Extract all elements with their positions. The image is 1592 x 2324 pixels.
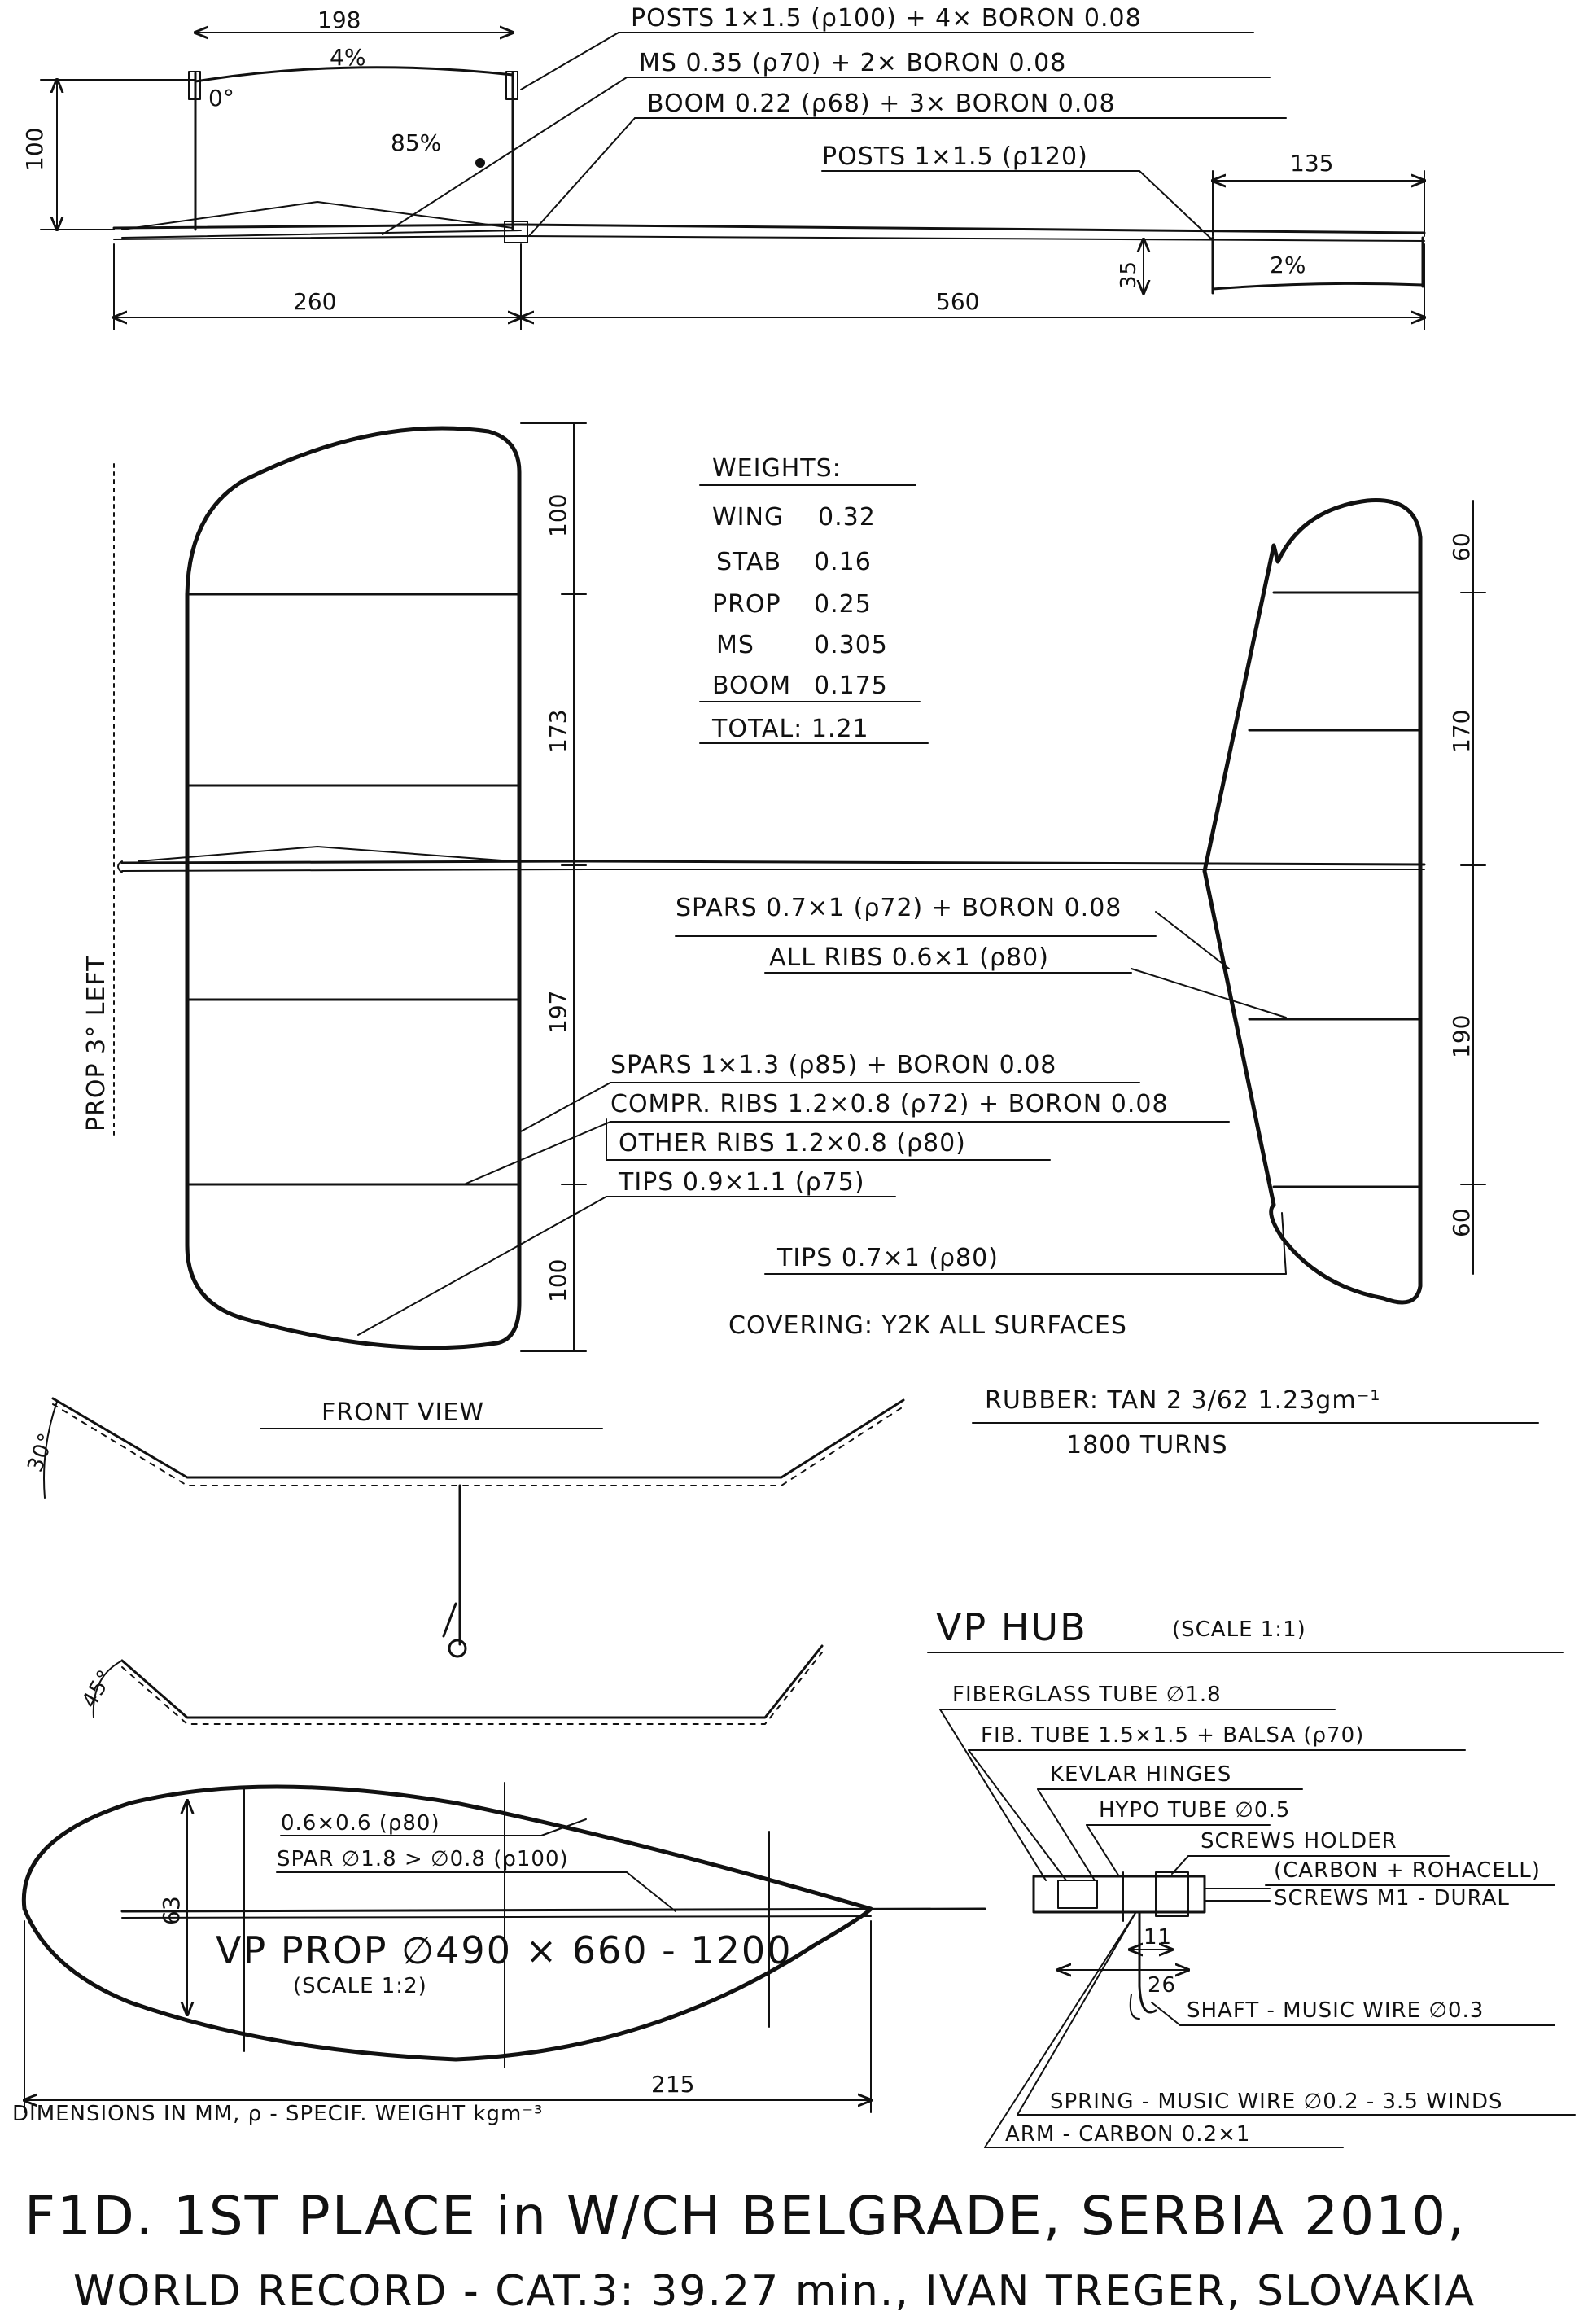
prop-spar-note: SPAR ∅1.8 > ∅0.8 (ρ100)	[277, 1847, 569, 1871]
front-view-label: FRONT VIEW	[321, 1398, 484, 1427]
weights-table: WEIGHTS: WING 0.32 STAB 0.16 PROP 0.25 M…	[699, 454, 929, 744]
vp-prop: 63 215 0.6×0.6 (ρ80) SPAR ∅1.8 > ∅0.8 (ρ…	[21, 1782, 986, 2113]
side-note-1: POSTS 1×1.5 (ρ100) + 4× BORON 0.08	[631, 4, 1142, 33]
vp-hub: VP HUB (SCALE 1:1) 11 26 FIBERGLASS TUBE…	[927, 1605, 1576, 2148]
weight-row-boom-value: 0.175	[814, 672, 888, 700]
front-view: FRONT VIEW 30° 45°	[23, 1397, 905, 1725]
hub-label-2: FIB. TUBE 1.5×1.5 + BALSA (ρ70)	[981, 1723, 1364, 1748]
prop-angle-note: PROP 3° LEFT	[82, 955, 111, 1131]
hub-label-9: SPRING - MUSIC WIRE ∅0.2 - 3.5 WINDS	[1050, 2090, 1502, 2114]
hub-label-10: ARM - CARBON 0.2×1	[1005, 2122, 1250, 2147]
hub-dim-11: 11	[1144, 1925, 1172, 1950]
hub-label-8: SHAFT - MUSIC WIRE ∅0.3	[1187, 1998, 1484, 2023]
hub-label-7: SCREWS M1 - DURAL	[1274, 1886, 1510, 1910]
weight-row-wing-value: 0.32	[818, 503, 876, 532]
weights-total: TOTAL: 1.21	[711, 715, 869, 743]
wing-chord-dim: 198	[317, 7, 361, 33]
stab-dim-3: 190	[1448, 1015, 1475, 1058]
rubber-line-1: RUBBER: TAN 2 3/62 1.23gm⁻¹	[985, 1386, 1380, 1415]
footnote: DIMENSIONS IN MM, ρ - SPECIF. WEIGHT kgm…	[12, 2102, 543, 2126]
wing-dim-3: 197	[545, 991, 571, 1034]
top-view: 100 173 197 100 60 170 190 60 PROP 3° LE…	[82, 422, 1486, 1352]
top-note-3: SPARS 1×1.3 (ρ85) + BORON 0.08	[610, 1051, 1056, 1079]
weight-row-ms-value: 0.305	[814, 631, 888, 659]
weight-row-stab-name: STAB	[716, 548, 781, 576]
wing-camber: 4%	[330, 44, 365, 71]
prop-chord-dim: 63	[158, 1896, 185, 1925]
stab-height-dim: 35	[1117, 260, 1141, 289]
side-note-2: MS 0.35 (ρ70) + 2× BORON 0.08	[639, 49, 1066, 77]
hub-title: VP HUB	[936, 1605, 1087, 1649]
hub-label-5: SCREWS HOLDER	[1201, 1829, 1397, 1854]
stab-camber: 2%	[1270, 252, 1306, 278]
stab-dim-1: 60	[1448, 532, 1475, 562]
weight-row-ms-name: MS	[716, 631, 754, 659]
top-note-1: SPARS 0.7×1 (ρ72) + BORON 0.08	[676, 894, 1122, 922]
hub-label-4: HYPO TUBE ∅0.5	[1099, 1798, 1290, 1823]
prop-rib-note: 0.6×0.6 (ρ80)	[281, 1811, 440, 1836]
front-angle-wing: 30°	[23, 1429, 59, 1475]
weight-row-prop-name: PROP	[712, 590, 781, 619]
weight-row-stab-value: 0.16	[814, 548, 872, 576]
wing-dim-1: 100	[545, 494, 571, 537]
weights-heading: WEIGHTS:	[712, 454, 842, 483]
side-note-3: BOOM 0.22 (ρ68) + 3× BORON 0.08	[647, 90, 1116, 118]
cg-percent: 85%	[391, 129, 441, 156]
side-note-4: POSTS 1×1.5 (ρ120)	[822, 142, 1088, 171]
wing-angle: 0°	[208, 85, 234, 112]
stab-dim-2: 170	[1448, 710, 1475, 753]
title-line-1: F1D. 1ST PLACE in W/CH BELGRADE, SERBIA …	[24, 2185, 1466, 2247]
prop-title: VP PROP ∅490 × 660 - 1200	[216, 1928, 792, 1972]
hub-scale: (SCALE 1:1)	[1172, 1617, 1306, 1642]
weight-row-wing-name: WING	[712, 503, 784, 532]
weight-row-boom-name: BOOM	[712, 672, 791, 700]
covering-note: COVERING: Y2K ALL SURFACES	[728, 1311, 1127, 1340]
prop-length-dim: 215	[651, 2071, 694, 2098]
top-note-6: TIPS 0.9×1.1 (ρ75)	[618, 1168, 865, 1197]
rubber-note: RUBBER: TAN 2 3/62 1.23gm⁻¹ 1800 TURNS	[972, 1386, 1539, 1460]
front-length-dim: 260	[293, 288, 336, 315]
hub-label-1: FIBERGLASS TUBE ∅1.8	[952, 1683, 1222, 1707]
prop-scale: (SCALE 1:2)	[293, 1974, 427, 1998]
height-dim: 100	[21, 128, 48, 171]
side-view: 100 198 4% 0° 85% 260 560 135 35 2% POST…	[21, 4, 1424, 330]
wing-dim-4: 100	[545, 1259, 571, 1302]
weight-row-prop-value: 0.25	[814, 590, 872, 619]
hub-label-6: (CARBON + ROHACELL)	[1274, 1858, 1541, 1883]
hub-label-3: KEVLAR HINGES	[1050, 1762, 1231, 1787]
hub-dim-26: 26	[1148, 1973, 1176, 1998]
title-line-2: WORLD RECORD - CAT.3: 39.27 min., IVAN T…	[73, 2267, 1476, 2316]
top-note-5: OTHER RIBS 1.2×0.8 (ρ80)	[619, 1129, 966, 1158]
top-note-4: COMPR. RIBS 1.2×0.8 (ρ72) + BORON 0.08	[610, 1090, 1169, 1118]
top-note-2: ALL RIBS 0.6×1 (ρ80)	[769, 943, 1049, 972]
stab-dim-4: 60	[1448, 1208, 1475, 1237]
wing-dim-2: 173	[545, 710, 571, 753]
front-angle-stab: 45°	[77, 1665, 119, 1713]
rubber-line-2: 1800 TURNS	[1066, 1431, 1228, 1460]
boom-length-dim: 560	[936, 288, 979, 315]
top-note-7: TIPS 0.7×1 (ρ80)	[776, 1244, 999, 1272]
stab-chord-dim: 135	[1290, 150, 1333, 177]
